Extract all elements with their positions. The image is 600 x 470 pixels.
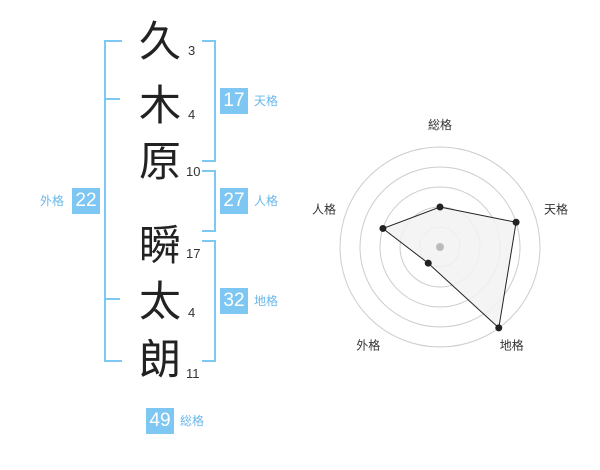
stroke-count-2: 4 xyxy=(188,107,196,122)
gaikaku-bracket xyxy=(104,40,122,362)
gaikaku-bracket-tick xyxy=(106,298,120,300)
chikaku-value: 32 xyxy=(220,288,248,314)
radar-series-polygon xyxy=(381,206,517,329)
jinkaku-bracket xyxy=(202,170,216,232)
radar-point-3 xyxy=(424,259,432,267)
stroke-count-6: 11 xyxy=(186,366,200,381)
jinkaku-label: 人格 xyxy=(254,194,279,208)
radar-axis-label-1: 天格 xyxy=(544,201,568,216)
tenkaku-bracket xyxy=(202,40,216,162)
radar-point-4 xyxy=(379,224,387,232)
radar-ring xyxy=(339,146,541,348)
radar-axis-label-3: 外格 xyxy=(356,338,380,353)
radar-point-1 xyxy=(512,218,520,226)
kanji-4: 瞬 xyxy=(138,221,181,270)
kanji-6: 朗 xyxy=(138,335,181,384)
radar-point-2 xyxy=(495,324,503,332)
radar-ring xyxy=(359,166,521,328)
soukaku-label: 総格 xyxy=(180,414,205,428)
chikaku-bracket xyxy=(202,240,216,362)
kanji-2: 木 xyxy=(138,81,181,130)
radar-point-0 xyxy=(436,203,444,211)
radar-axis-label-0: 総格 xyxy=(428,117,452,132)
jinkaku-value: 27 xyxy=(220,188,248,214)
stroke-count-3: 10 xyxy=(186,164,201,179)
tenkaku-label: 天格 xyxy=(254,94,279,108)
stroke-count-5: 4 xyxy=(188,305,196,320)
gaikaku-value: 22 xyxy=(72,188,100,214)
soukaku-value: 49 xyxy=(146,408,174,434)
tenkaku-value: 17 xyxy=(220,88,248,114)
radar-axis-label-2: 地格 xyxy=(500,338,524,353)
chikaku-label: 地格 xyxy=(254,294,279,308)
gaikaku-bracket-tick xyxy=(106,98,120,100)
gaikaku-label: 外格 xyxy=(40,194,65,208)
stroke-count-1: 3 xyxy=(188,43,196,58)
radar-axis-label-4: 人格 xyxy=(312,201,336,216)
kanji-1: 久 xyxy=(138,17,181,66)
kanji-5: 太 xyxy=(138,277,181,326)
stroke-count-4: 17 xyxy=(186,246,201,261)
kanji-3: 原 xyxy=(138,137,181,186)
radar-center xyxy=(436,243,444,251)
